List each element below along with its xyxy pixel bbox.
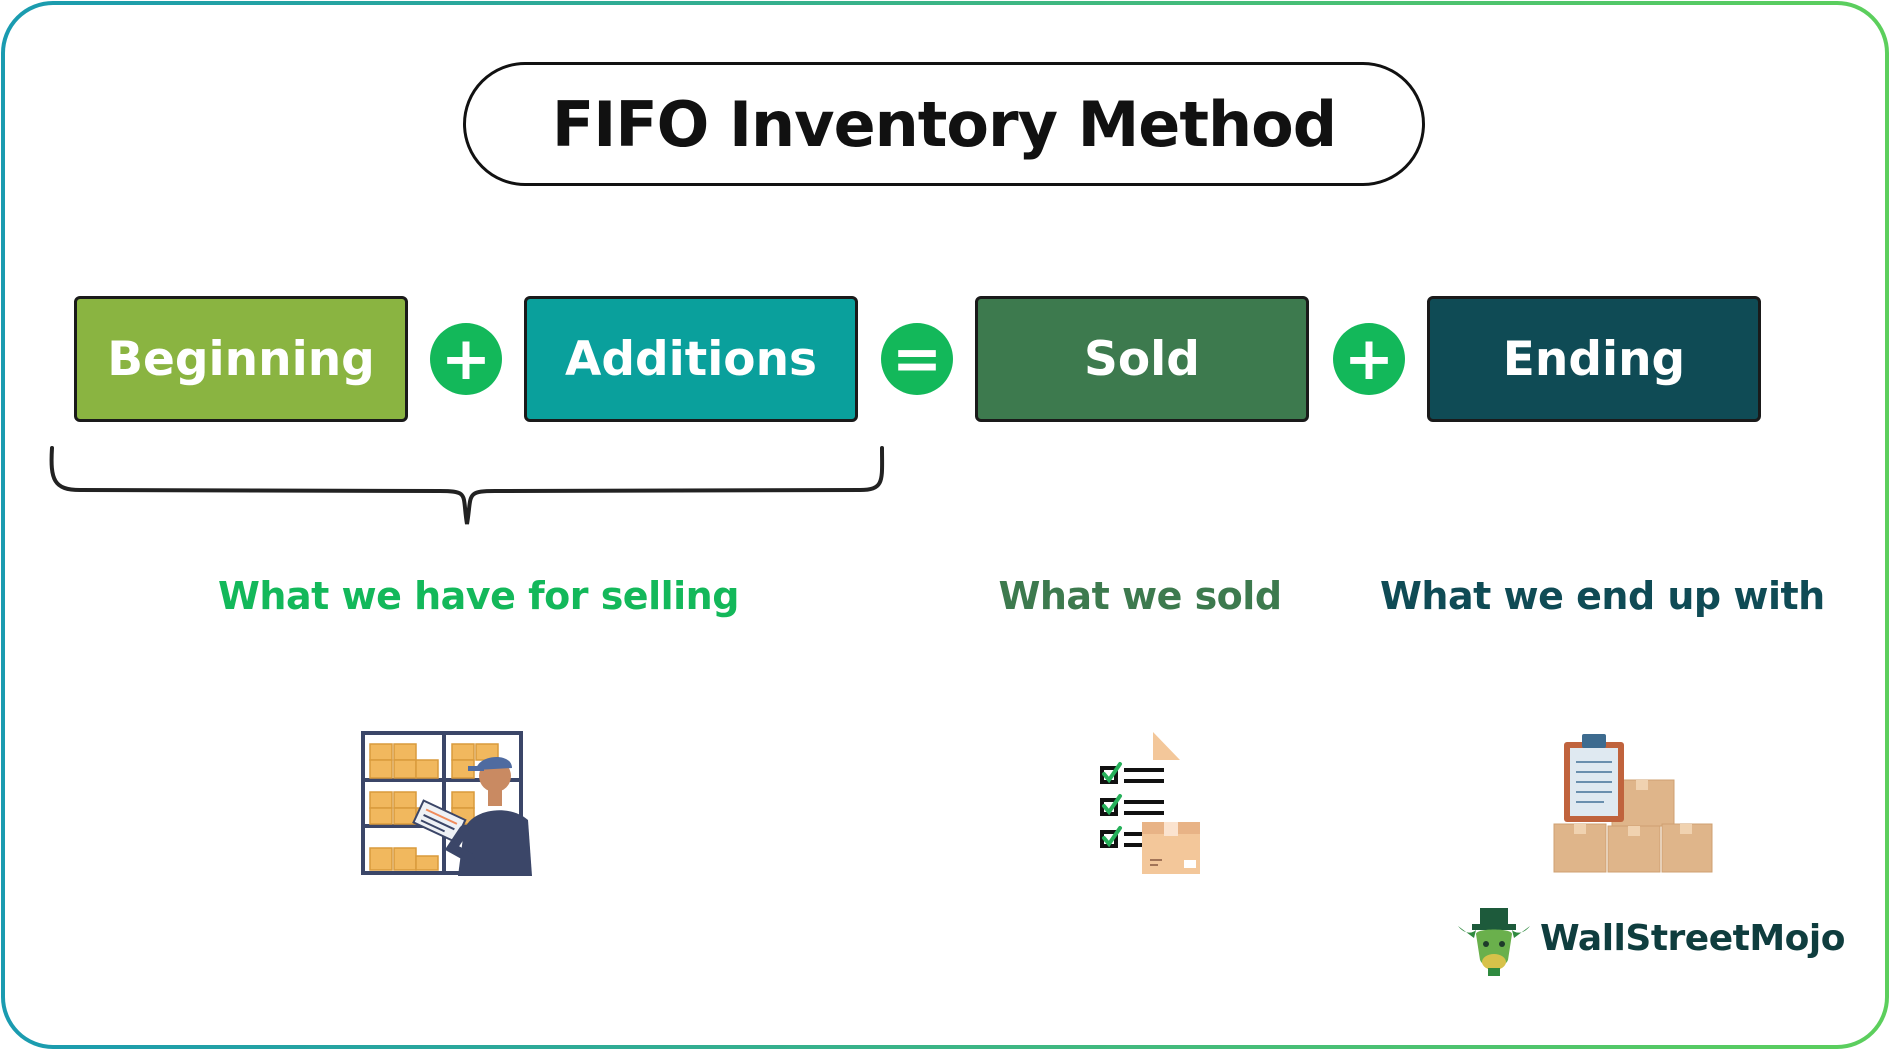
caption-end-up-with: What we end up with	[1380, 574, 1825, 618]
caption-have-for-selling: What we have for selling	[218, 574, 739, 618]
term-label: Beginning	[107, 331, 375, 387]
curly-brace-icon	[49, 446, 885, 525]
plus-operator-icon: +	[1333, 323, 1405, 395]
plus-operator-icon: +	[430, 323, 502, 395]
equals-operator-icon: =	[881, 323, 953, 395]
checklist-box-icon	[1100, 732, 1200, 874]
logo-wordmark: WallStreetMojo	[1540, 918, 1845, 959]
term-box-ending: Ending	[1427, 296, 1761, 422]
term-box-additions: Additions	[524, 296, 858, 422]
title-pill: FIFO Inventory Method	[463, 62, 1425, 186]
term-label: Ending	[1502, 331, 1686, 387]
term-box-beginning: Beginning	[74, 296, 408, 422]
clipboard-boxes-icon	[1553, 734, 1713, 873]
term-box-sold: Sold	[975, 296, 1309, 422]
term-label: Additions	[564, 331, 818, 387]
page-title: FIFO Inventory Method	[551, 87, 1337, 161]
term-label: Sold	[1084, 331, 1200, 387]
caption-sold: What we sold	[998, 574, 1282, 618]
warehouse-worker-icon	[361, 731, 532, 876]
bull-mascot-icon	[1458, 908, 1530, 976]
